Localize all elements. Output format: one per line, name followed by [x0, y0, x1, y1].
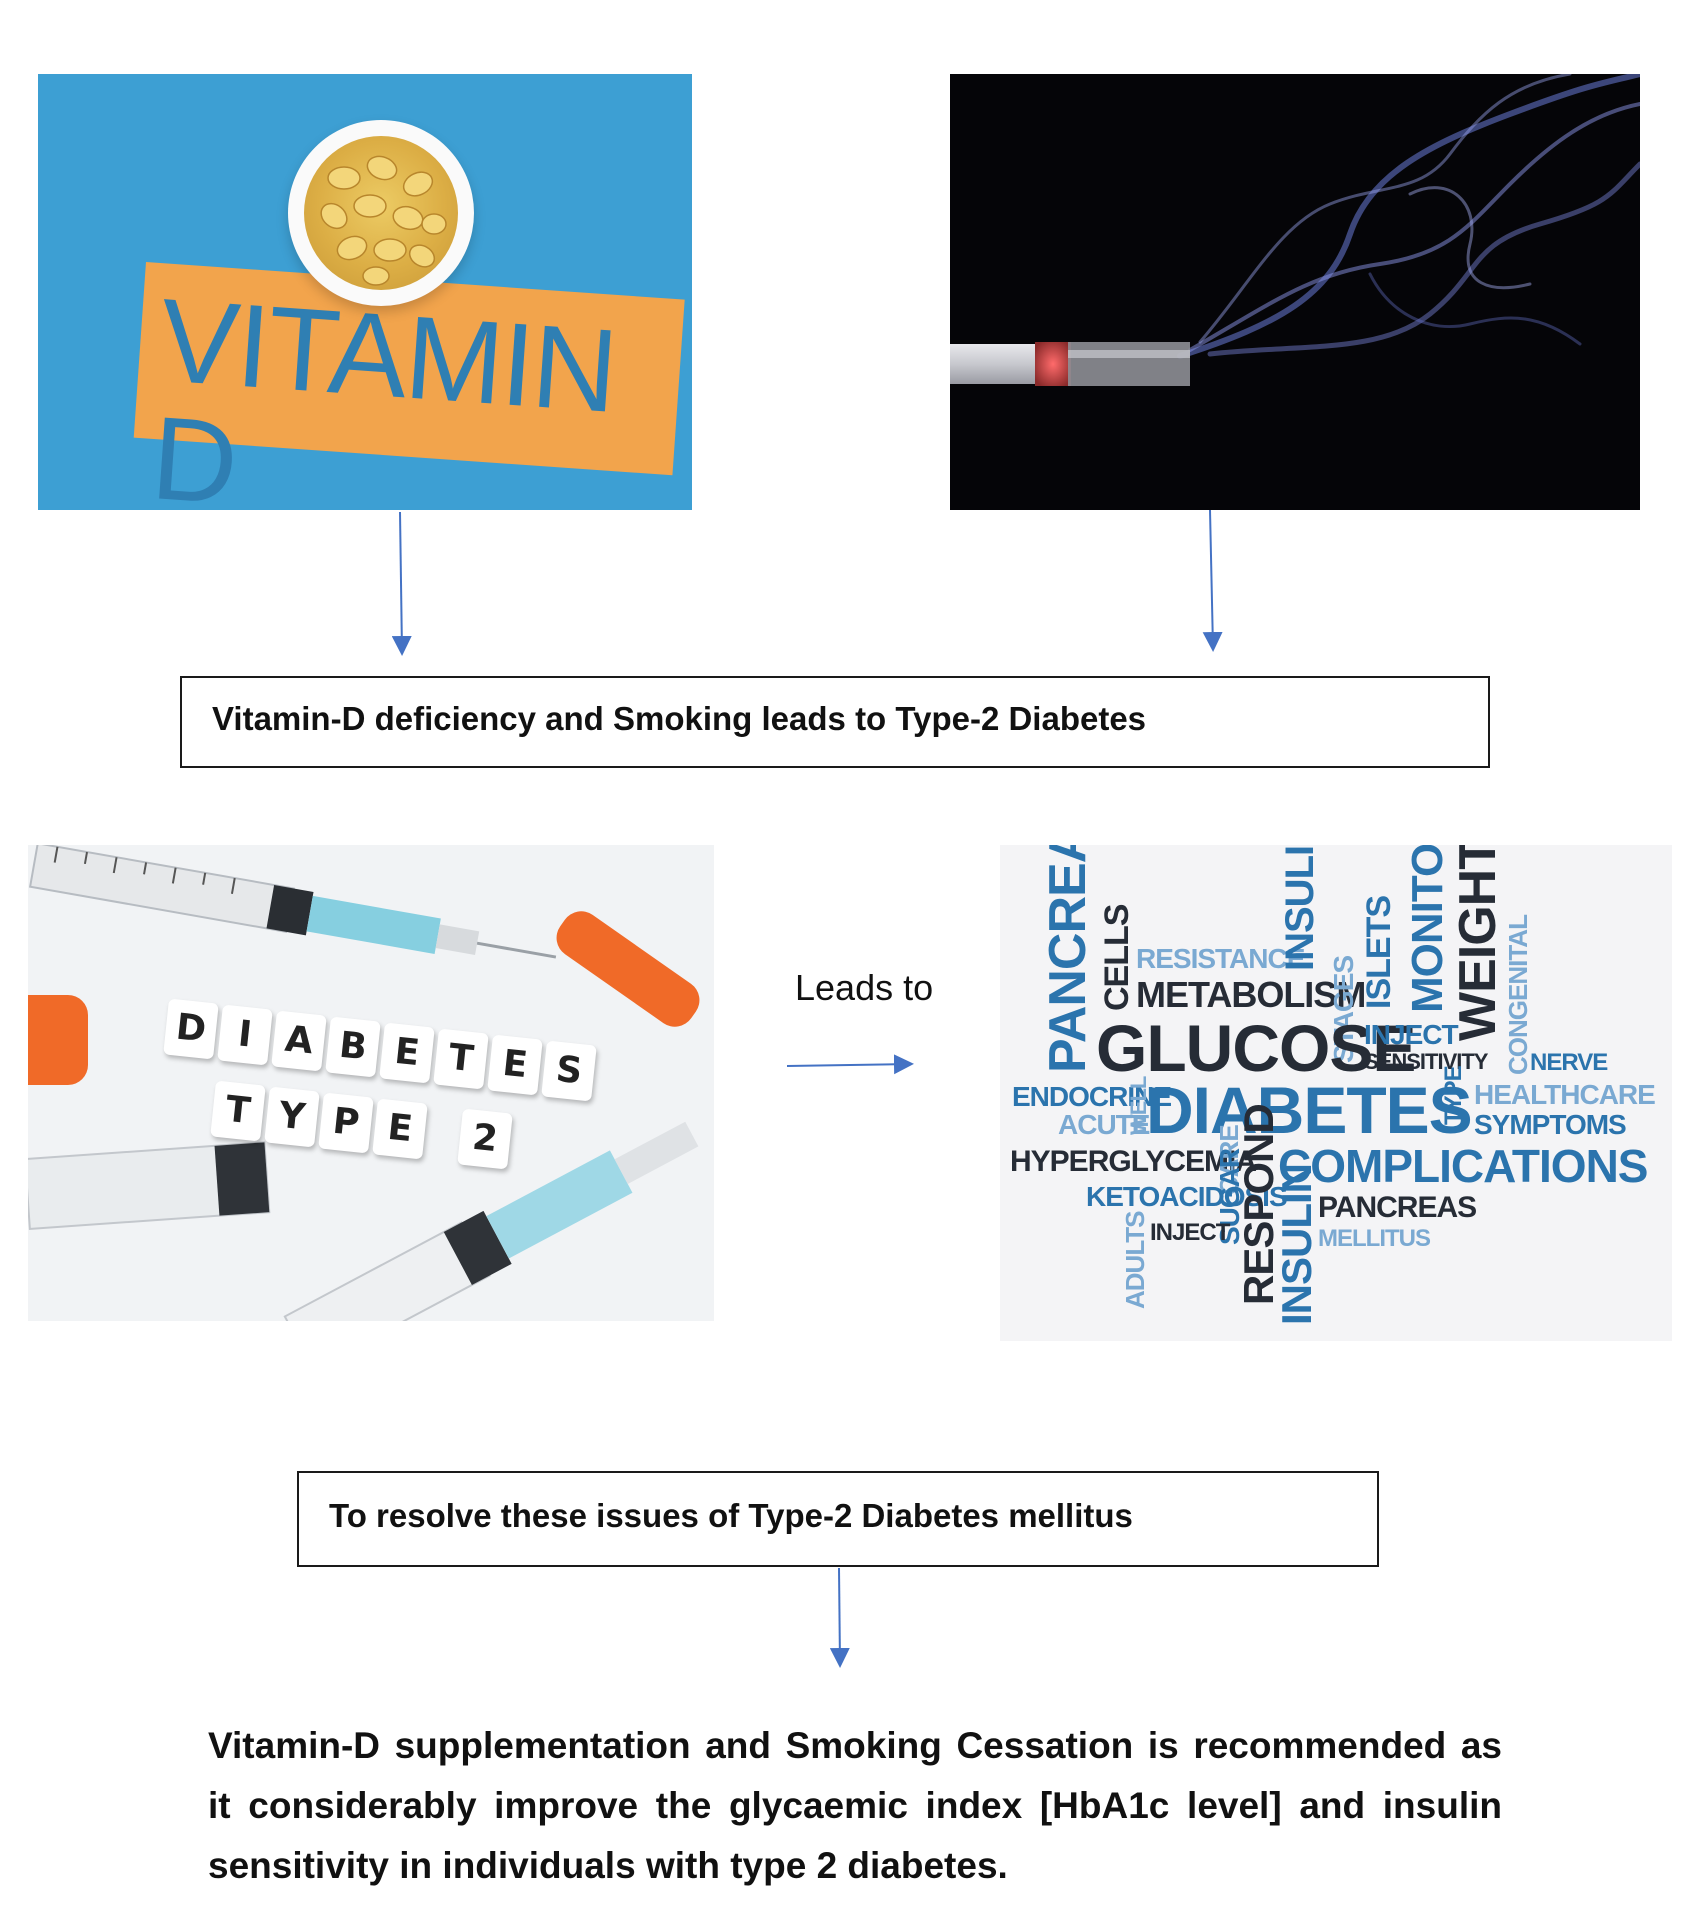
cause-box-text: Vitamin-D deficiency and Smoking leads t… — [212, 700, 1147, 737]
syringes — [28, 845, 700, 1321]
word-symptoms: SYMPTOMS — [1474, 1109, 1627, 1140]
cause-box: Vitamin-D deficiency and Smoking leads t… — [180, 676, 1490, 768]
smoking-cigarette-image — [950, 74, 1640, 510]
word-mellitus: MELLITUS — [1318, 1225, 1431, 1252]
word-type: TYPE — [1440, 1066, 1467, 1125]
word-monitor: MONITOR — [1403, 845, 1452, 1013]
dice-p: P — [318, 1092, 374, 1154]
word-inject-top: INJECT — [1364, 1019, 1459, 1050]
leads-to-label: Leads to — [795, 967, 934, 1008]
diabetes-type-2-image: D I A B E T E S T Y P E 2 — [28, 845, 714, 1321]
word-weight: WEIGHT — [1449, 845, 1507, 1041]
word-adults: ADULTS — [1120, 1211, 1150, 1309]
word-inject-bottom: INJECT — [1150, 1219, 1230, 1246]
dice-i: I — [217, 1004, 273, 1066]
arrow-vitamin-to-box — [391, 511, 412, 656]
cigarette-body — [950, 344, 1045, 384]
arrow-smoking-to-box — [1202, 509, 1223, 652]
word-endocrine: ENDOCRINE — [1012, 1081, 1172, 1112]
dice-e: E — [487, 1034, 543, 1096]
word-sensitivity: SENSITIVITY — [1364, 1049, 1488, 1074]
smoke-plume — [1177, 74, 1640, 359]
diabetes-word-cloud: PANCREAS CELLS RESISTANCE INSULIN METABO… — [1000, 845, 1672, 1341]
dice-d: D — [163, 998, 219, 1060]
word-healthcare: HEALTHCARE — [1474, 1079, 1656, 1110]
word-insulin-top: INSULIN — [1278, 845, 1322, 971]
word-acute: ACUTE — [1058, 1109, 1150, 1140]
dice-2: 2 — [457, 1108, 513, 1170]
dice-a: A — [271, 1010, 327, 1072]
cigarette-ash — [1068, 342, 1190, 386]
word-ketoacidosis: KETOACIDOSIS — [1086, 1181, 1288, 1212]
dice-e: E — [379, 1022, 435, 1084]
word-pancreas-vertical: PANCREAS — [1039, 845, 1097, 1073]
word-glucose: GLUCOSE — [1096, 1011, 1416, 1085]
arrow-leads-to — [786, 1054, 914, 1075]
word-nerve: NERVE — [1530, 1049, 1608, 1076]
vitamin-capsules — [304, 136, 458, 290]
dice-t: T — [433, 1028, 489, 1090]
word-hyperglycemia: HYPERGLYCEMIA — [1010, 1145, 1257, 1178]
word-resistance: RESISTANCE — [1136, 943, 1305, 974]
cigarette-ember — [1035, 342, 1071, 386]
dice-s: S — [541, 1040, 597, 1102]
word-pancreas-horizontal: PANCREAS — [1318, 1191, 1477, 1224]
resolution-box: To resolve these issues of Type-2 Diabet… — [297, 1471, 1379, 1567]
dice-y: Y — [264, 1086, 320, 1148]
word-complications: COMPLICATIONS — [1278, 1140, 1648, 1192]
vitamin-d-image: VITAMIN D — [38, 74, 692, 510]
word-islets: ISLETS — [1360, 895, 1398, 1009]
dice-b: B — [325, 1016, 381, 1078]
word-metabolism: METABOLISM — [1136, 974, 1366, 1015]
word-congenital: CONGENITAL — [1503, 915, 1533, 1075]
arrow-to-conclusion — [829, 1567, 850, 1668]
word-diabetes: DIABETES — [1146, 1073, 1473, 1147]
resolution-box-text: To resolve these issues of Type-2 Diabet… — [329, 1497, 1133, 1534]
word-cells: CELLS — [1098, 904, 1136, 1011]
dice-e: E — [372, 1098, 428, 1160]
conclusion-text: Vitamin-D supplementation and Smoking Ce… — [208, 1725, 1502, 1886]
dice-t: T — [210, 1080, 266, 1142]
vitamin-capsule-bowl — [288, 120, 474, 306]
word-insulin-bottom: INSULIN — [1273, 1164, 1320, 1325]
